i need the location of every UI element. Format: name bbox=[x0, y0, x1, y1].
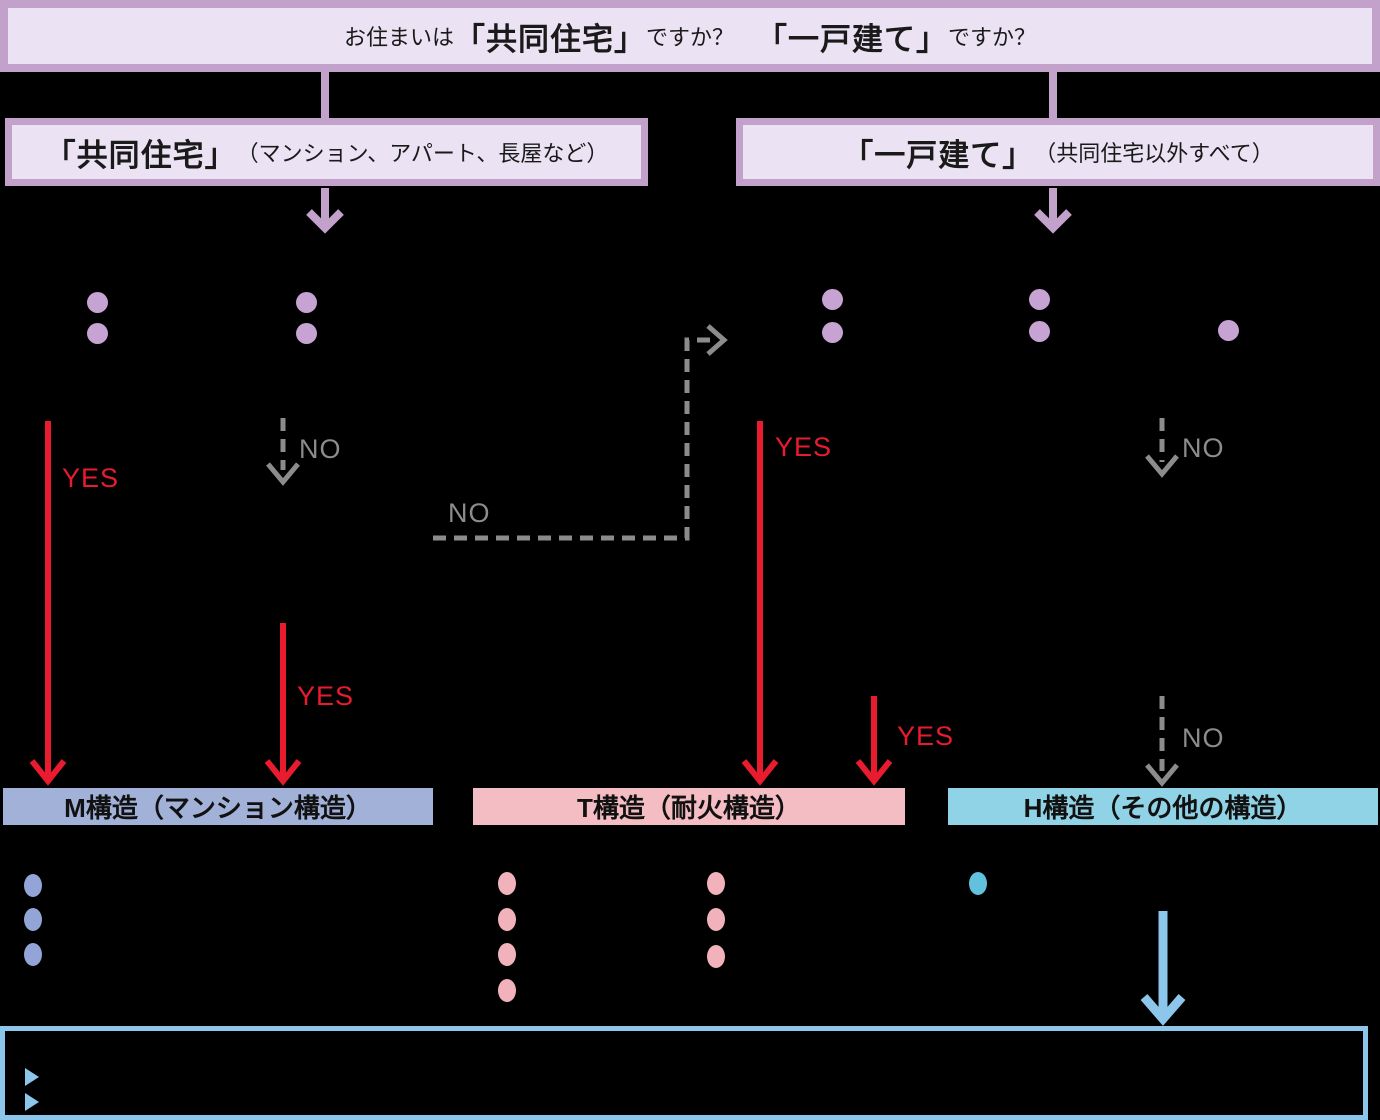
result-bar-h: H構造（その他の構造） bbox=[948, 788, 1378, 825]
bullet-dot bbox=[707, 908, 725, 931]
no-label: NO bbox=[1182, 433, 1225, 463]
blue-down-arrow-icon bbox=[1140, 911, 1186, 1026]
question-ask2: ですか？ bbox=[948, 25, 1037, 50]
question-option-kyodo: 「共同住宅」 bbox=[453, 21, 646, 57]
yes-label: YES bbox=[297, 681, 355, 711]
bullet-dot bbox=[498, 943, 516, 966]
triangle-right-icon bbox=[25, 1093, 39, 1111]
branch-box-ikkodate: 「一戸建て」 （共同住宅以外すべて） bbox=[736, 118, 1380, 186]
result-m-label: M構造（マンション構造） bbox=[64, 793, 372, 823]
bullet-dot bbox=[498, 979, 516, 1002]
bullet-dot bbox=[87, 323, 108, 344]
result-bar-m: M構造（マンション構造） bbox=[3, 788, 433, 825]
connector-left bbox=[321, 71, 329, 118]
yes-label: YES bbox=[897, 721, 955, 751]
down-arrow-icon bbox=[1034, 188, 1072, 234]
bullet-dot bbox=[822, 322, 843, 343]
no-connector-arrow-icon bbox=[433, 324, 728, 541]
branch-ikkodate-note: （共同住宅以外すべて） bbox=[1034, 141, 1274, 166]
bullet-dot bbox=[1029, 321, 1050, 342]
no-label: NO bbox=[299, 434, 342, 464]
note-box bbox=[0, 1026, 1368, 1120]
bullet-dot bbox=[822, 289, 843, 310]
question-ask1: ですか？ bbox=[645, 25, 734, 50]
triangle-right-icon bbox=[25, 1068, 39, 1086]
result-t-label: T構造（耐火構造） bbox=[577, 793, 801, 823]
no-arrow-icon bbox=[266, 418, 300, 486]
no-arrow-icon bbox=[1145, 418, 1179, 478]
branch-box-kyodo: 「共同住宅」 （マンション、アパート、長屋など） bbox=[5, 118, 648, 186]
bullet-dot bbox=[1218, 320, 1239, 341]
yes-arrow-icon bbox=[29, 421, 67, 786]
bullet-dot bbox=[87, 292, 108, 313]
result-bar-t: T構造（耐火構造） bbox=[473, 788, 905, 825]
bullet-dot bbox=[498, 872, 516, 895]
yes-arrow-icon bbox=[264, 623, 302, 786]
question-prefix: お住まいは bbox=[343, 25, 454, 50]
yes-label: YES bbox=[775, 432, 833, 462]
bullet-dot bbox=[24, 874, 42, 897]
yes-arrow-icon bbox=[855, 696, 893, 786]
no-label: NO bbox=[1182, 723, 1225, 753]
bullet-dot bbox=[296, 292, 317, 313]
question-box: お住まいは 「共同住宅」 ですか？ 「一戸建て」 ですか？ bbox=[0, 0, 1380, 72]
no-label: NO bbox=[448, 498, 491, 528]
no-arrow-icon bbox=[1145, 696, 1179, 787]
down-arrow-icon bbox=[306, 188, 344, 234]
result-h-label: H構造（その他の構造） bbox=[1023, 793, 1303, 823]
bullet-dot bbox=[707, 945, 725, 968]
bullet-dot bbox=[498, 908, 516, 931]
branch-kyodo-title: 「共同住宅」 bbox=[44, 137, 237, 173]
yes-label: YES bbox=[62, 463, 120, 493]
bullet-dot bbox=[1029, 289, 1050, 310]
question-option-ikkodate: 「一戸建て」 bbox=[756, 21, 948, 57]
bullet-dot bbox=[707, 872, 725, 895]
yes-arrow-icon bbox=[741, 421, 779, 786]
bullet-dot bbox=[24, 908, 42, 931]
branch-ikkodate-title: 「一戸建て」 bbox=[842, 137, 1035, 173]
bullet-dot bbox=[24, 943, 42, 966]
bullet-dot bbox=[969, 872, 987, 895]
connector-right bbox=[1049, 71, 1057, 118]
bullet-dot bbox=[296, 323, 317, 344]
branch-kyodo-note: （マンション、アパート、長屋など） bbox=[236, 141, 609, 166]
